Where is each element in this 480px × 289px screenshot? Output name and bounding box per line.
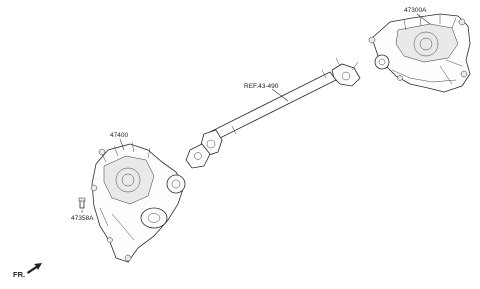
leader-47400 — [119, 138, 125, 151]
leader-ref — [271, 88, 289, 102]
label-47358A: 47358A — [71, 215, 94, 222]
label-47400: 47400 — [110, 132, 128, 139]
leader-47300A — [416, 13, 431, 25]
transfer-case-lower — [90, 141, 186, 263]
front-arrow-icon — [27, 263, 42, 274]
label-reference: REF.43-490 — [244, 83, 279, 90]
transfer-case-upper — [368, 13, 471, 93]
front-label: FR. — [13, 270, 25, 279]
drive-shaft — [185, 57, 361, 169]
label-47300A: 47300A — [404, 7, 427, 14]
front-indicator: FR. — [13, 263, 42, 279]
bolt — [78, 197, 86, 209]
